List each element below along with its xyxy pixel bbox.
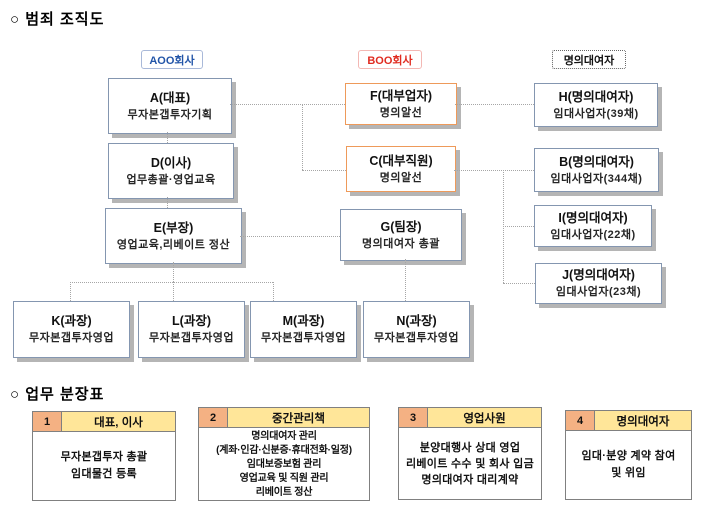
org-node-title: E(부장) bbox=[153, 220, 194, 235]
org-node-title: G(팀장) bbox=[380, 219, 422, 234]
duty-card-number: 1 bbox=[33, 412, 62, 431]
duty-card-line: (계좌·인감·신분증·휴대전화·일정) bbox=[216, 445, 352, 456]
org-node-desc: 업무총괄·영업교육 bbox=[126, 173, 216, 186]
connector-branch-c bbox=[302, 170, 346, 171]
group-label-boo-company: BOO회사 bbox=[358, 50, 422, 69]
duty-card-title: 중간관리책 bbox=[228, 408, 369, 427]
org-node-M: M(과장) 무자본갭투자영업 bbox=[250, 301, 357, 358]
org-node-desc: 영업교육,리베이트 정산 bbox=[116, 238, 231, 251]
org-node-title: L(과장) bbox=[172, 314, 211, 328]
connector-branch-vertical bbox=[302, 104, 303, 170]
connector-j-stub bbox=[503, 283, 535, 284]
connector-e-down bbox=[173, 262, 174, 282]
org-node-L: L(과장) 무자본갭투자영업 bbox=[138, 301, 245, 358]
connector-a-d bbox=[167, 132, 168, 143]
org-node-title: I(명의대여자) bbox=[558, 210, 628, 225]
org-node-D: D(이사) 업무총괄·영업교육 bbox=[108, 143, 234, 199]
duty-card-line: 분양대행사 상대 영업 bbox=[419, 441, 521, 454]
org-node-desc: 명의알선 bbox=[379, 171, 423, 184]
org-node-desc: 명의대여자 총괄 bbox=[362, 237, 440, 250]
org-node-G: G(팀장) 명의대여자 총괄 bbox=[340, 209, 462, 261]
org-node-title: J(명의대여자) bbox=[562, 268, 635, 282]
org-node-J: J(명의대여자) 임대사업자(23채) bbox=[535, 263, 662, 304]
connector-e-g bbox=[240, 236, 340, 237]
duty-card-title: 영업사원 bbox=[428, 408, 541, 427]
duty-card-line: 명의대여자 대리계약 bbox=[421, 473, 519, 486]
duty-card-line: 리베이트 정산 bbox=[255, 487, 313, 498]
section-title-duty-table: ○ 업무 분장표 bbox=[10, 386, 105, 403]
org-node-desc: 임대사업자(23채) bbox=[555, 286, 642, 298]
org-node-K: K(과장) 무자본갭투자영업 bbox=[13, 301, 130, 358]
duty-card-number: 3 bbox=[399, 408, 428, 427]
duty-card-title: 명의대여자 bbox=[595, 411, 691, 430]
org-node-I: I(명의대여자) 임대사업자(22채) bbox=[534, 205, 652, 247]
connector-g-n bbox=[405, 259, 406, 301]
connector-c-b bbox=[454, 170, 534, 171]
section-title-org-chart: ○ 범죄 조직도 bbox=[10, 11, 105, 28]
org-node-title: C(대부직원) bbox=[369, 153, 433, 168]
org-node-desc: 무자본갭투자영업 bbox=[149, 332, 234, 344]
org-node-E: E(부장) 영업교육,리베이트 정산 bbox=[105, 208, 242, 264]
connector-k-stub bbox=[70, 282, 71, 301]
duty-card-number: 4 bbox=[566, 411, 595, 430]
org-node-desc: 무자본갭투자영업 bbox=[374, 332, 459, 344]
org-node-title: F(대부업자) bbox=[370, 88, 432, 103]
duty-card-line: 영업교육 및 직원 관리 bbox=[239, 473, 329, 484]
connector-bottom-bus bbox=[70, 282, 273, 283]
connector-a-f bbox=[230, 104, 345, 105]
org-node-title: D(이사) bbox=[150, 155, 192, 170]
connector-f-h bbox=[455, 104, 534, 105]
duty-card-number: 2 bbox=[199, 408, 228, 427]
org-node-desc: 무자본갭투자영업 bbox=[261, 332, 346, 344]
org-node-C: C(대부직원) 명의알선 bbox=[346, 146, 456, 192]
connector-m-stub bbox=[273, 282, 274, 301]
org-node-desc: 임대사업자(22채) bbox=[550, 228, 636, 241]
duty-card-line: 명의대여자 관리 bbox=[251, 431, 317, 442]
org-node-F: F(대부업자) 명의알선 bbox=[345, 83, 457, 125]
duty-card-line: 리베이트 수수 및 회사 입금 bbox=[405, 457, 535, 470]
duty-card-line: 및 위임 bbox=[611, 467, 646, 479]
org-node-H: H(명의대여자) 임대사업자(39채) bbox=[534, 83, 658, 127]
org-node-B: B(명의대여자) 임대사업자(344채) bbox=[534, 148, 659, 192]
org-node-title: H(명의대여자) bbox=[558, 89, 634, 104]
org-node-desc: 임대사업자(344채) bbox=[550, 172, 643, 185]
org-node-title: M(과장) bbox=[282, 314, 325, 328]
org-node-title: A(대표) bbox=[149, 90, 191, 105]
org-node-title: N(과장) bbox=[396, 314, 437, 328]
duty-card-line: 임대물건 등록 bbox=[71, 468, 137, 480]
org-node-desc: 무자본갭투자기획 bbox=[127, 108, 213, 121]
connector-d-e bbox=[167, 197, 168, 208]
duty-card-line: 무자본갭투자 총괄 bbox=[60, 451, 148, 463]
org-node-desc: 명의알선 bbox=[379, 106, 423, 119]
org-node-desc: 무자본갭투자영업 bbox=[29, 332, 114, 344]
connector-i-stub bbox=[503, 226, 534, 227]
org-node-title: K(과장) bbox=[51, 314, 92, 328]
duty-card-line: 임대보증보험 관리 bbox=[246, 459, 322, 470]
org-node-desc: 임대사업자(39채) bbox=[553, 107, 639, 120]
connector-l-stub bbox=[173, 282, 174, 301]
org-node-A: A(대표) 무자본갭투자기획 bbox=[108, 78, 232, 134]
org-node-N: N(과장) 무자본갭투자영업 bbox=[363, 301, 470, 358]
group-label-name-lenders: 명의대여자 bbox=[552, 50, 626, 69]
duty-card-line: 임대·분양 계약 참여 bbox=[581, 450, 676, 462]
group-label-aoo-company: AOO회사 bbox=[141, 50, 203, 69]
org-node-title: B(명의대여자) bbox=[559, 154, 634, 169]
duty-card-title: 대표, 이사 bbox=[62, 412, 175, 431]
